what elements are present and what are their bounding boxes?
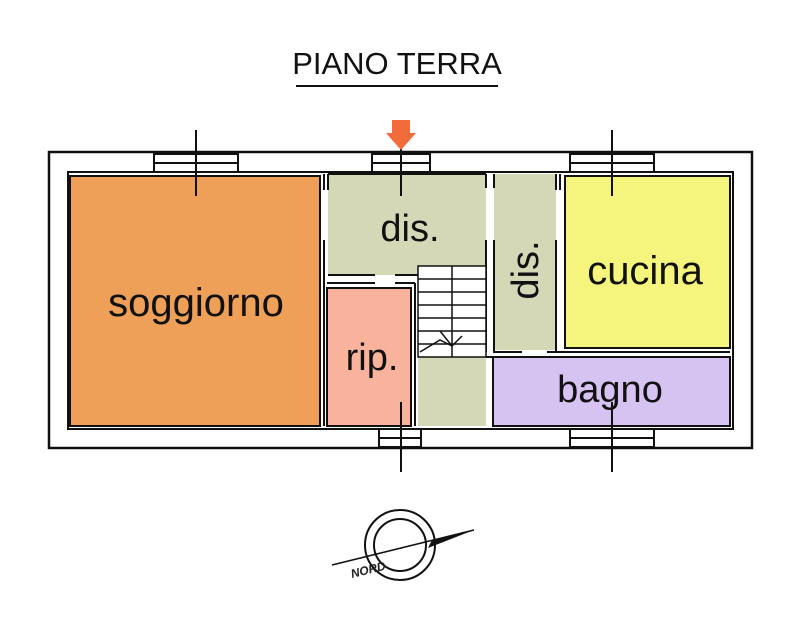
room-rip [326,287,412,427]
label-cucina: cucina [587,249,703,293]
stair-area [418,357,486,426]
room-dis-top [328,174,486,275]
label-dis-top: dis. [380,208,439,250]
entrance-arrow-icon [386,120,416,150]
label-dis-side: dis. [505,240,547,299]
label-bagno: bagno [557,369,663,411]
compass-icon [331,509,475,581]
room-soggiorno [69,175,321,427]
staircase [417,265,487,358]
compass-label: NORD [349,559,387,581]
room-dis-side [494,174,556,350]
plan-title: PIANO TERRA [292,46,502,81]
windows [153,130,655,472]
room-cucina [564,175,731,349]
label-soggiorno: soggiorno [108,281,284,325]
label-rip: rip. [346,337,399,379]
